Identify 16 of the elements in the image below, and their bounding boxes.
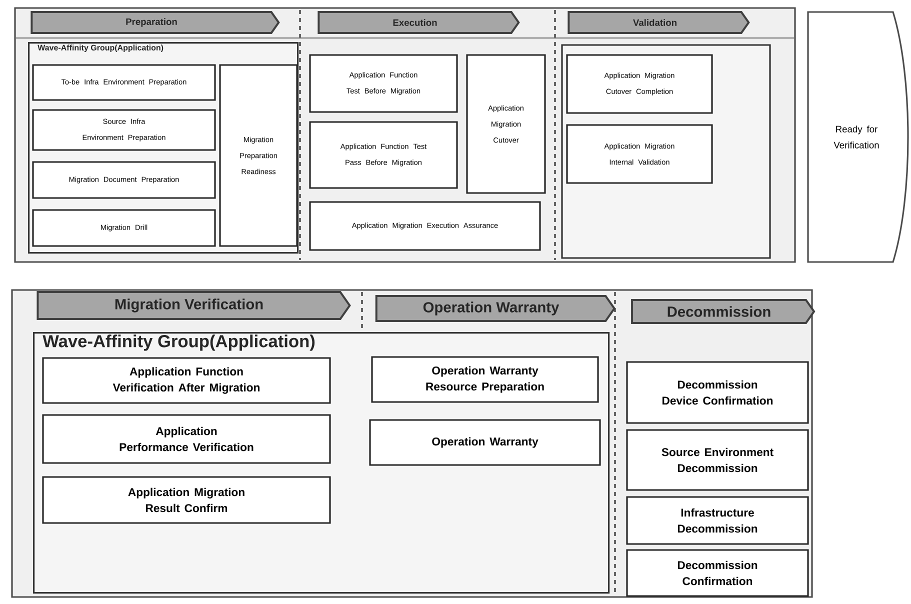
phase-banner: Preparation	[30, 11, 280, 34]
process-box: Application Performance Verification	[42, 414, 331, 464]
process-box: Decommission Confirmation	[626, 549, 809, 597]
process-box: Infrastructure Decommission	[626, 496, 809, 545]
phase-banner: Operation Warranty	[375, 295, 616, 322]
process-box: Source Environment Decommission	[626, 429, 809, 491]
process-box: Operation Warranty	[369, 419, 601, 466]
phase-banner: Decommission	[631, 299, 816, 324]
milestone-box: Ready for Verification	[807, 11, 909, 263]
process-box: Operation Warranty Resource Preparation	[371, 356, 599, 403]
phase-banner: Validation	[568, 11, 750, 34]
phase-banner: Execution	[318, 11, 520, 34]
phase-banner: Migration Verification	[36, 291, 351, 320]
process-box: Decommission Device Confirmation	[626, 361, 809, 424]
process-box: Application Function Verification After Migration	[42, 357, 331, 404]
process-box: Application Migration Result Confirm	[42, 476, 331, 524]
